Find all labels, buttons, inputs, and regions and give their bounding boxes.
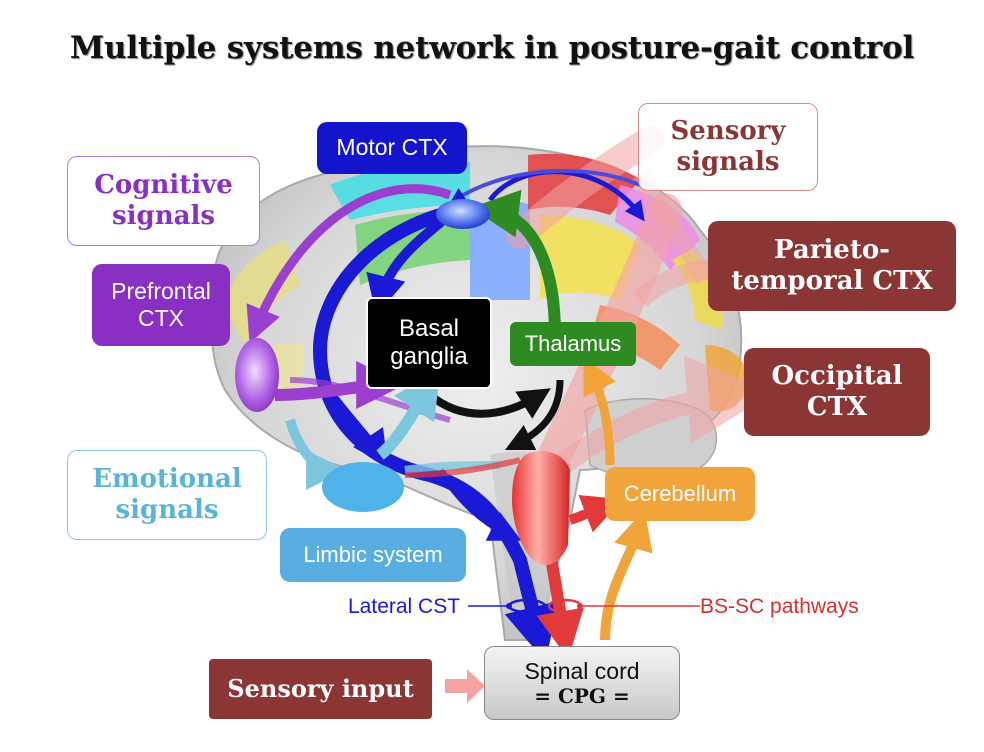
thalamus-label: Thalamus xyxy=(524,331,622,357)
page-title: Multiple systems network in posture-gait… xyxy=(69,30,915,66)
cerebellar-pathway-arrows xyxy=(583,357,653,641)
cognitive-signals-label-line1: Cognitive xyxy=(94,170,233,201)
motor-ctx-label: Motor CTX xyxy=(336,134,448,161)
sensory-signals-label-line2: signals xyxy=(676,147,780,177)
basal-ganglia-label-line1: Basal xyxy=(398,314,460,342)
brainstem-node xyxy=(512,450,570,565)
thalamus-pathway-arrows xyxy=(470,189,561,336)
occipital-label-line1: Occipital xyxy=(771,361,903,392)
parieto-temporal-ctx-box: Parieto- temporal CTX xyxy=(708,221,956,311)
prefrontal-ctx-box: Prefrontal CTX xyxy=(92,264,230,346)
cpg-label: = CPG = xyxy=(534,683,630,708)
parieto-temporal-label-line1: Parieto- xyxy=(774,235,890,266)
cognitive-signals-label-line2: signals xyxy=(112,201,215,231)
basal-ganglia-label-line2: ganglia xyxy=(390,343,468,370)
sensory-input-arrow xyxy=(445,669,485,703)
cognitive-signals-box: Cognitive signals xyxy=(67,156,260,246)
limbic-system-box: Limbic system xyxy=(280,528,466,582)
motor-ctx-box: Motor CTX xyxy=(317,122,467,174)
limbic-system-label: Limbic system xyxy=(303,542,443,568)
cerebellum-label: Cerebellum xyxy=(623,481,737,507)
prefrontal-label-line2: CTX xyxy=(138,305,184,331)
prefrontal-label-line1: Prefrontal xyxy=(111,277,211,304)
motor-cortex-node xyxy=(436,199,490,229)
prefrontal-node xyxy=(235,338,279,412)
occipital-ctx-box: Occipital CTX xyxy=(744,348,930,436)
sensory-input-label: Sensory input xyxy=(227,673,414,703)
emotional-signals-label-line1: Emotional xyxy=(92,464,242,495)
sensory-input-box: Sensory input xyxy=(209,659,432,719)
emotional-signals-box: Emotional signals xyxy=(67,450,267,540)
thalamus-box: Thalamus xyxy=(510,322,636,366)
bs-sc-pathways-label: BS-SC pathways xyxy=(700,595,859,618)
sensory-signals-label-line1: Sensory xyxy=(670,116,786,147)
spinal-cord-box: Spinal cord = CPG = xyxy=(484,646,680,720)
limbic-node xyxy=(322,462,404,512)
pathway-markers xyxy=(468,598,700,614)
cerebellum-box: Cerebellum xyxy=(605,467,755,521)
lateral-cst-label: Lateral CST xyxy=(348,595,461,618)
spinal-cord-label: Spinal cord xyxy=(524,657,640,684)
basal-ganglia-box: Basal ganglia xyxy=(366,297,492,389)
parieto-temporal-label-line2: temporal CTX xyxy=(731,266,933,296)
sensory-signals-box: Sensory signals xyxy=(638,103,818,191)
emotional-signals-label-line2: signals xyxy=(115,495,219,525)
occipital-label-line2: CTX xyxy=(806,392,868,422)
